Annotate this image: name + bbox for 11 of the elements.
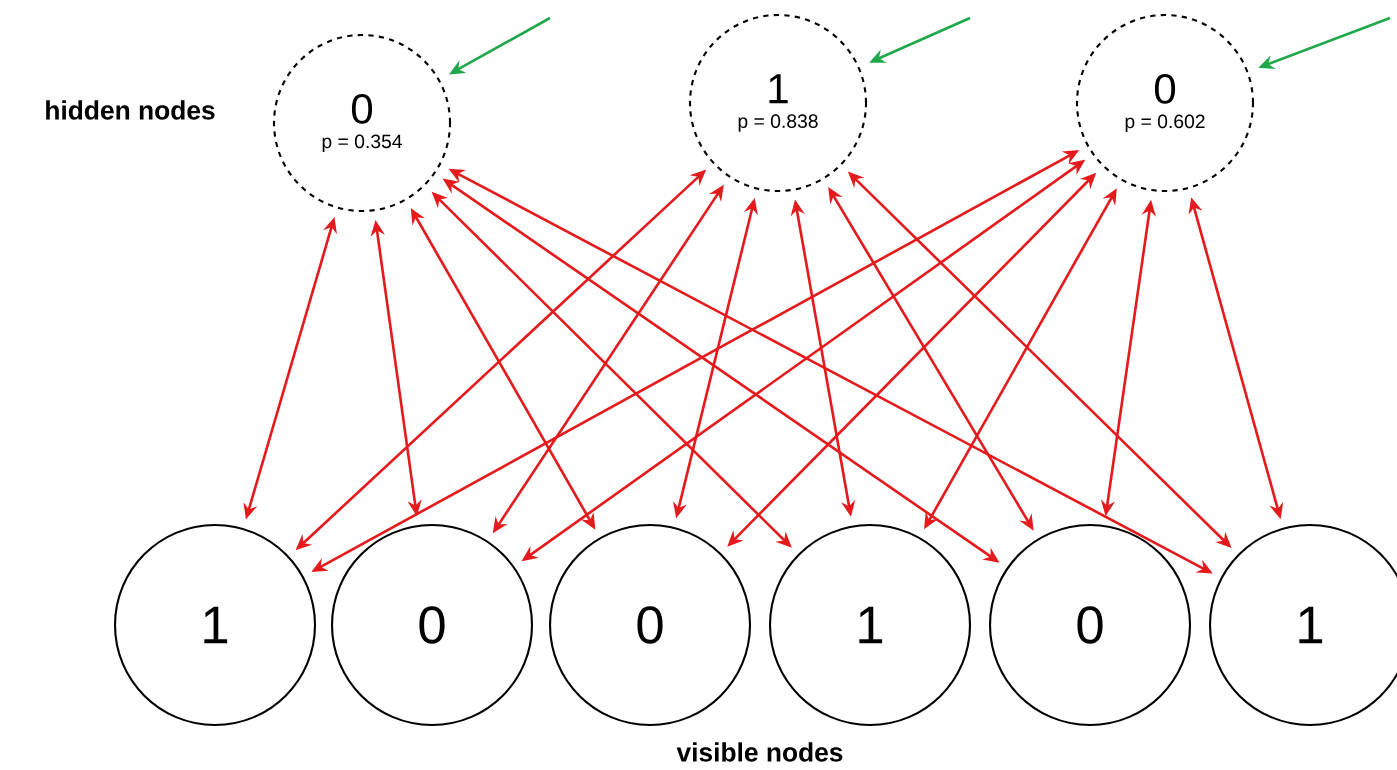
visible-node: 1 [113, 523, 317, 727]
hidden-node: 1 p = 0.838 [688, 13, 868, 193]
visible-node: 1 [1208, 523, 1397, 727]
visible-node: 0 [988, 523, 1192, 727]
visible-node: 0 [548, 523, 752, 727]
hidden-node: 0 p = 0.354 [272, 33, 452, 213]
axis-label: visible nodes [676, 742, 843, 762]
axis-label: hidden nodes [46, 100, 215, 120]
visible-node: 0 [330, 523, 534, 727]
hidden-node: 0 p = 0.602 [1075, 13, 1255, 193]
visible-node: 1 [768, 523, 972, 727]
